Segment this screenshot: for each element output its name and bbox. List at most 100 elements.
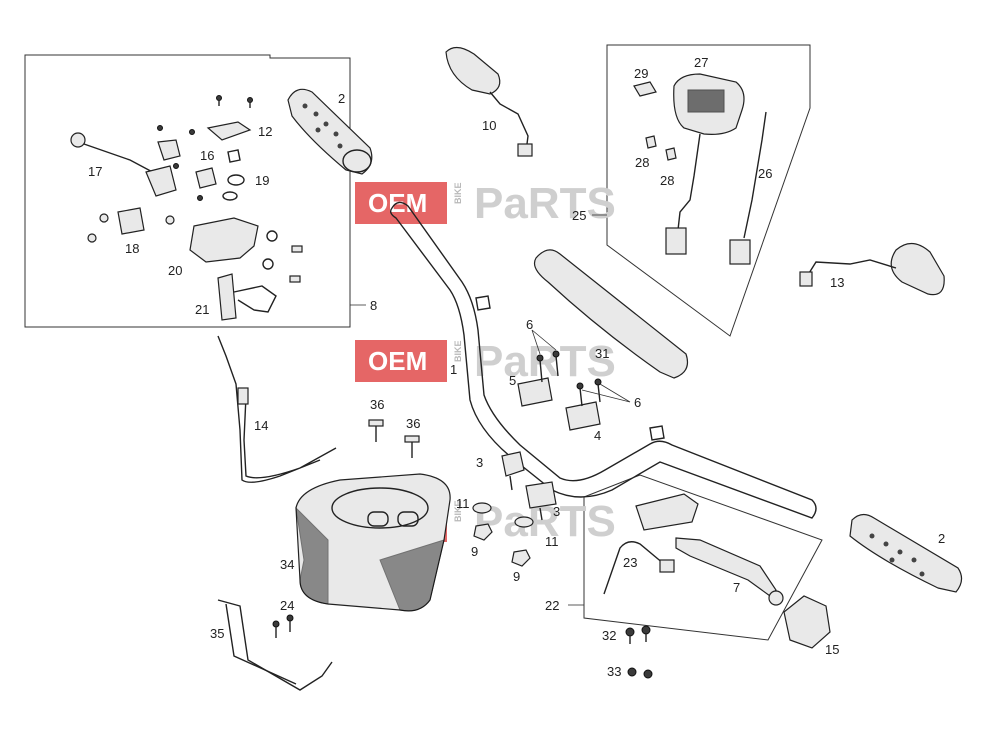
callout-19: 19: [255, 173, 269, 188]
nut-18b: [165, 215, 175, 225]
callout-35: 35: [210, 626, 224, 641]
callout-11-left: 11: [456, 496, 470, 511]
callout-22: 22: [545, 598, 559, 613]
brake-lever-right-7: [675, 537, 777, 597]
callout-28-top: 28: [635, 155, 649, 170]
connector-25: [665, 227, 687, 255]
ring-19b: [222, 191, 238, 201]
callout-12: 12: [258, 124, 272, 139]
sensor-26: [729, 239, 751, 265]
screws-28: [645, 135, 677, 161]
screws-32: [625, 625, 651, 644]
throttle-cable: [217, 335, 337, 483]
svg-text:BIKE: BIKE: [453, 500, 463, 522]
switch-spring: [227, 149, 241, 163]
stop-switch-23: [603, 541, 665, 595]
lever-ball-7: [768, 590, 784, 606]
washer-20b: [262, 258, 274, 270]
washer-right: [514, 516, 534, 528]
nut-right: [511, 549, 531, 567]
group-box-left-switch: [24, 54, 351, 328]
headlight-cover: [295, 473, 451, 612]
callout-25: 25: [572, 208, 586, 223]
clamp-18: [117, 207, 145, 235]
callout-21: 21: [195, 302, 209, 317]
leader-6b: [581, 383, 631, 403]
callout-8: 8: [370, 298, 377, 313]
callout-32: 32: [602, 628, 616, 643]
clamp-bolts-lower: [576, 378, 602, 407]
bracket-bolts: [272, 614, 294, 638]
callout-26: 26: [758, 166, 772, 181]
lever-bracket: [157, 139, 181, 161]
handlebar-end-cap: [649, 425, 665, 441]
washer-left: [472, 502, 492, 514]
grip-right: [849, 513, 963, 593]
nut-left: [473, 523, 493, 541]
clamp-bolts-upper: [536, 350, 560, 383]
switch-cover-12: [206, 121, 252, 141]
svg-text:BIKE: BIKE: [453, 340, 463, 362]
callout-10: 10: [482, 118, 496, 133]
mounting-bracket: [217, 599, 333, 691]
throttle-arm-21: [233, 285, 277, 313]
screw-20a: [291, 245, 303, 253]
callout-29: 29: [634, 66, 648, 81]
callout-6-top: 6: [526, 317, 533, 332]
callout-28-bottom: 28: [660, 173, 674, 188]
lower-clamp-upper: [501, 451, 525, 491]
switch-housing-right: [635, 493, 699, 531]
callout-1: 1: [450, 362, 457, 377]
handlebar-pad: [533, 249, 689, 379]
mirror-right: [799, 242, 945, 296]
grip-left: [287, 88, 373, 175]
callout-9-right: 9: [513, 569, 520, 584]
nut-18c: [87, 233, 97, 243]
brake-lever-left: [70, 132, 177, 197]
wiring-25: [677, 133, 701, 231]
callout-11-right: 11: [545, 534, 559, 549]
callout-27: 27: [694, 55, 708, 70]
callout-6-right: 6: [634, 395, 641, 410]
leader-6a: [531, 329, 557, 355]
callout-17: 17: [88, 164, 102, 179]
screw-36b: [404, 435, 420, 458]
ring-19: [227, 174, 245, 186]
svg-text:PaRTS: PaRTS: [474, 179, 616, 228]
cable-adjuster: [237, 387, 249, 405]
callout-23: 23: [623, 555, 637, 570]
callout-33: 33: [607, 664, 621, 679]
handlebar: [389, 201, 817, 519]
callout-36-left: 36: [370, 397, 384, 412]
wiring-26: [743, 111, 767, 239]
upper-clamp-left: [517, 377, 553, 407]
throttle-tube-21: [217, 273, 237, 321]
callout-3-bottom: 3: [553, 504, 560, 519]
mounting-bracket-inner: [225, 603, 297, 685]
callout-36-right: 36: [406, 416, 420, 431]
speedometer-27: [673, 73, 745, 135]
callout-34: 34: [280, 557, 294, 572]
small-screws: [157, 95, 253, 201]
callout-3-top: 3: [476, 455, 483, 470]
svg-text:PaRTS: PaRTS: [474, 337, 616, 386]
stop-switch-body-23: [659, 559, 675, 573]
switch-16: [195, 167, 217, 189]
callout-31: 31: [595, 346, 609, 361]
clip-29: [633, 81, 657, 97]
group-box-dashboard: [606, 44, 811, 337]
mirror-left: [445, 46, 533, 157]
screw-36a: [368, 419, 384, 442]
lower-clamp-lower: [525, 481, 557, 521]
callout-24: 24: [280, 598, 294, 613]
callout-15: 15: [825, 642, 839, 657]
watermark-2: OEM BIKE PaRTS: [355, 337, 616, 386]
svg-text:BIKE: BIKE: [453, 182, 463, 204]
callout-4: 4: [594, 428, 601, 443]
callout-2-left: 2: [338, 91, 345, 106]
nuts-33: [627, 667, 653, 679]
screw-20b: [289, 275, 301, 283]
end-weight-15: [783, 595, 831, 649]
callout-14: 14: [254, 418, 268, 433]
